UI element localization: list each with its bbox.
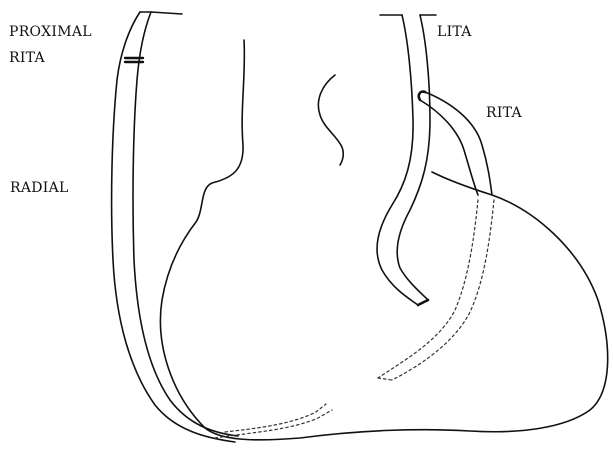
proximal-rita-band xyxy=(125,58,143,62)
lita-graft-inner xyxy=(397,15,430,300)
radial-graft-outer xyxy=(112,12,235,442)
radial-graft-top xyxy=(140,12,182,14)
radial-dotted-path-2 xyxy=(225,404,326,432)
rita-graft-inner xyxy=(425,92,492,195)
radial-graft-inner xyxy=(133,12,238,436)
label-proximal: PROXIMAL xyxy=(9,22,92,42)
rita-dotted-path xyxy=(378,200,478,378)
aorta-curve xyxy=(318,75,343,165)
rita-dotted-end xyxy=(378,378,392,380)
rita-dotted-path-2 xyxy=(392,200,494,380)
heart-outline xyxy=(160,40,607,440)
radial-dotted-path xyxy=(215,410,332,438)
label-proximal-rita: RITA xyxy=(9,48,45,68)
label-rita: RITA xyxy=(486,103,522,123)
label-radial: RADIAL xyxy=(10,178,69,198)
lita-graft-end xyxy=(418,300,428,305)
rita-graft-cap xyxy=(419,92,425,100)
label-lita: LITA xyxy=(437,22,472,42)
